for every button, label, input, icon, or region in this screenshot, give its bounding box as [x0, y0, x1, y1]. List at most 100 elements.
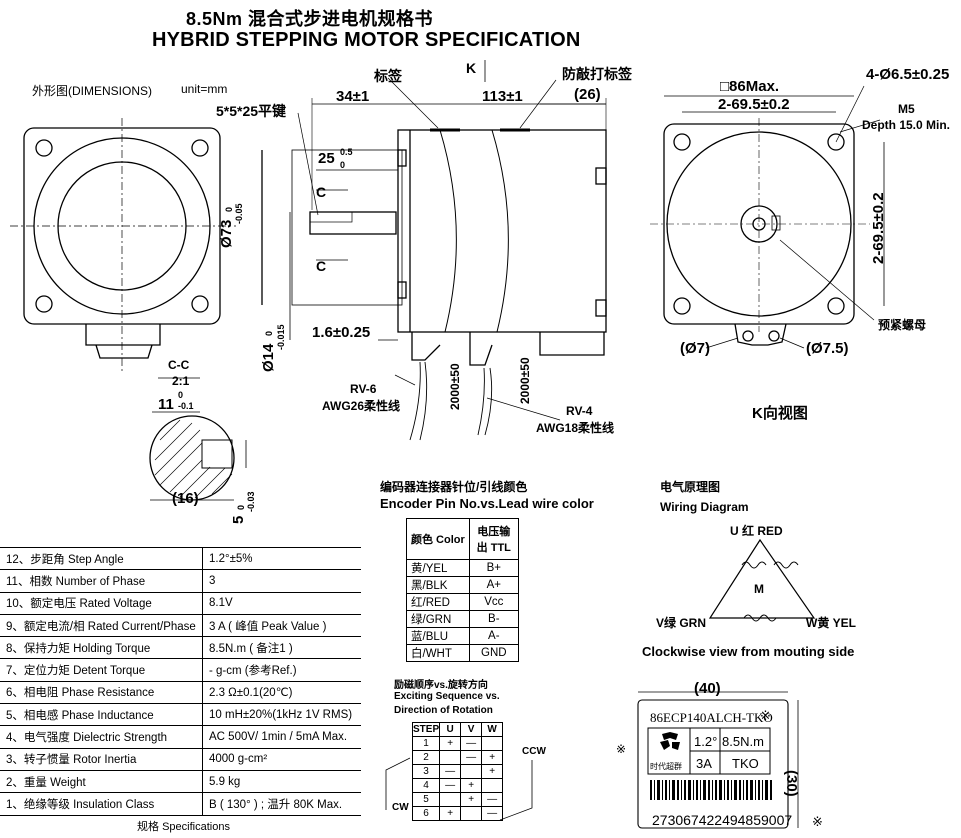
table-caption-row: 规格 Specifications [0, 814, 361, 837]
encoder-title-cn: 编码器连接器针位/引线颜色 [380, 480, 528, 494]
seq-cell: — [439, 764, 462, 779]
cc-scale: 2:1 [172, 374, 190, 388]
dim-73-tol2: -0.05 [234, 203, 244, 224]
dim-73: Ø73 [218, 219, 235, 248]
title-cn: 8.5Nm 混合式步进电机规格书 [186, 9, 434, 29]
sequence-title-cn: 励磁顺序vs.旋转方向 [394, 680, 488, 691]
seq-cell: 1 [411, 736, 441, 751]
table-row: 5+— [411, 792, 504, 807]
dim-73-tol: 0 [224, 206, 234, 212]
spec-value: 3 [202, 569, 361, 593]
tag-label: 标签 [374, 68, 402, 84]
seq-cell: + [460, 778, 483, 793]
plate-width: (40) [694, 680, 721, 697]
encoder-pin: GND [468, 644, 519, 662]
spec-name: 12、步距角 Step Angle [0, 546, 203, 570]
cc-section-circle [149, 415, 235, 501]
encoder-pin: B- [468, 610, 519, 628]
spec-value: 10 mH±20%(1kHz 1V RMS) [202, 703, 361, 726]
seq-cell: — [481, 792, 504, 807]
spec-name: 8、保持力矩 Holding Torque [0, 636, 203, 659]
dim-14-tol2: -0.015 [276, 324, 286, 350]
wiring-triangle [708, 538, 816, 619]
spec-name: 1、绝缘等级 Insulation Class [0, 792, 203, 816]
encoder-head-out: 电压输出 TTL [468, 518, 519, 560]
seq-cell: + [439, 806, 462, 821]
spec-value: 5.9 kg [202, 769, 361, 793]
dim-113: 113±1 [482, 88, 523, 105]
seq-cell: + [460, 792, 483, 807]
seq-cell: 6 [411, 806, 441, 821]
kview-label: K向视图 [752, 405, 808, 422]
table-row: 颜色 Color 电压输出 TTL [406, 518, 519, 560]
encoder-pin: B+ [468, 559, 519, 577]
dim-25: 25 [318, 150, 335, 167]
plate-angle: 1.2° [694, 734, 718, 749]
spec-value: 8.5N.m ( 备注1 ) [202, 636, 361, 659]
spec-value: - g-cm (参考Ref.) [202, 658, 361, 682]
seq-cell: 4 [411, 778, 441, 793]
dim-5: 5 [230, 515, 247, 524]
cable-len-b: 2000±50 [518, 357, 532, 404]
dim-5-tol2: -0.03 [246, 491, 256, 512]
dim-34: 34±1 [336, 88, 370, 105]
table-row: 6+ — [411, 806, 504, 821]
wiring-m-label: M [754, 582, 764, 596]
encoder-color: 蓝/BLU [406, 627, 470, 645]
spec-name: 6、相电阻 Phase Resistance [0, 680, 203, 704]
seq-head: U [439, 722, 462, 737]
encoder-color: 红/RED [406, 593, 470, 611]
dim-1-6: 1.6±0.25 [312, 324, 371, 341]
seq-cell [481, 778, 504, 793]
dim-14: Ø14 [260, 343, 277, 372]
nut-label: 预紧螺母 [878, 318, 927, 332]
encoder-pin: A- [468, 627, 519, 645]
wiring-title-en: Wiring Diagram [660, 500, 749, 514]
dim-25-tol: 0 [340, 160, 346, 170]
plate-model: 86ECP140ALCH-TKO [650, 710, 773, 725]
brand-logo-icon [654, 730, 686, 754]
hole-label: 4-Ø6.5±0.25 [866, 66, 950, 83]
anti-tamper-label: 防敲打标签 [562, 66, 632, 82]
plate-current: 3A [696, 756, 712, 771]
unit-label: unit=mm [181, 82, 228, 96]
sequence-title-en2: Direction of Rotation [394, 705, 493, 716]
c-mark-bottom: C [316, 258, 327, 274]
seq-cell: — [460, 750, 483, 765]
pitch-v-label: 2-69.5±0.2 [870, 192, 887, 264]
phi7-label: (Ø7) [680, 340, 710, 357]
plate-star: ※ [760, 708, 771, 723]
seq-head: V [460, 722, 483, 737]
table-row: 2—+ [411, 750, 504, 765]
wiring-title-cn: 电气原理图 [660, 480, 721, 494]
plate-logo-text: 时代超群 [650, 762, 682, 771]
plate-torque: 8.5N.m [722, 734, 764, 749]
dim-11: 11 [158, 396, 174, 413]
table-row: 1+— [411, 736, 504, 751]
seq-cell [439, 750, 462, 765]
sequence-table: STEP U V W 1+— 2—+ 3—+ 4—+ 5+— 6+— [411, 722, 504, 821]
dim-16: (16) [172, 490, 199, 507]
key-label: 5*5*25平键 [216, 103, 287, 119]
m5-label: M5 [898, 102, 915, 116]
barcode [650, 780, 772, 800]
spec-caption: 规格 Specifications [0, 814, 361, 837]
spec-name: 4、电气强度 Dielectric Strength [0, 725, 203, 749]
table-row: 3—+ [411, 764, 504, 779]
phi75-label: (Ø7.5) [806, 340, 849, 357]
dim-5-tol: 0 [236, 504, 246, 510]
dim-11-tol2: -0.1 [178, 401, 194, 411]
dim-11-tol: 0 [178, 390, 184, 400]
plate-height: (30) [783, 770, 800, 797]
title-en: HYBRID STEPPING MOTOR SPECIFICATION [152, 29, 581, 51]
rv6-label: RV-6 [350, 382, 377, 396]
seq-cell: — [481, 806, 504, 821]
